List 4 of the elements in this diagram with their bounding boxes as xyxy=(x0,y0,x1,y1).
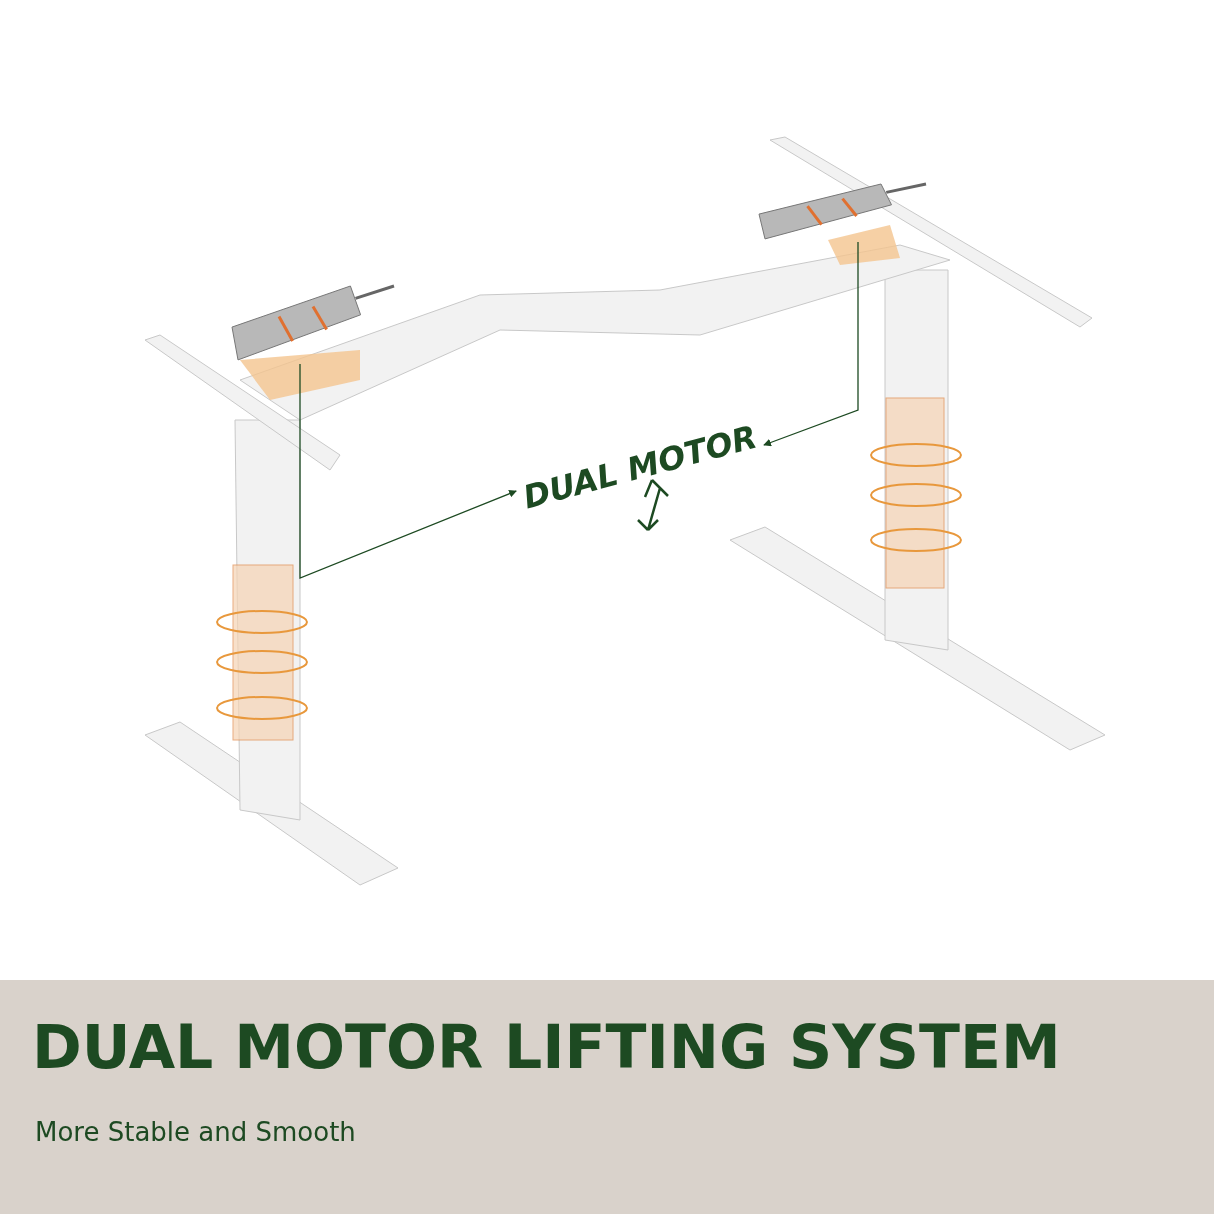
leader-line xyxy=(299,363,517,579)
heading: DUAL MOTOR LIFTING SYSTEM xyxy=(32,1012,1061,1082)
subheading: More Stable and Smooth xyxy=(35,1117,356,1147)
leader-line xyxy=(763,241,859,447)
